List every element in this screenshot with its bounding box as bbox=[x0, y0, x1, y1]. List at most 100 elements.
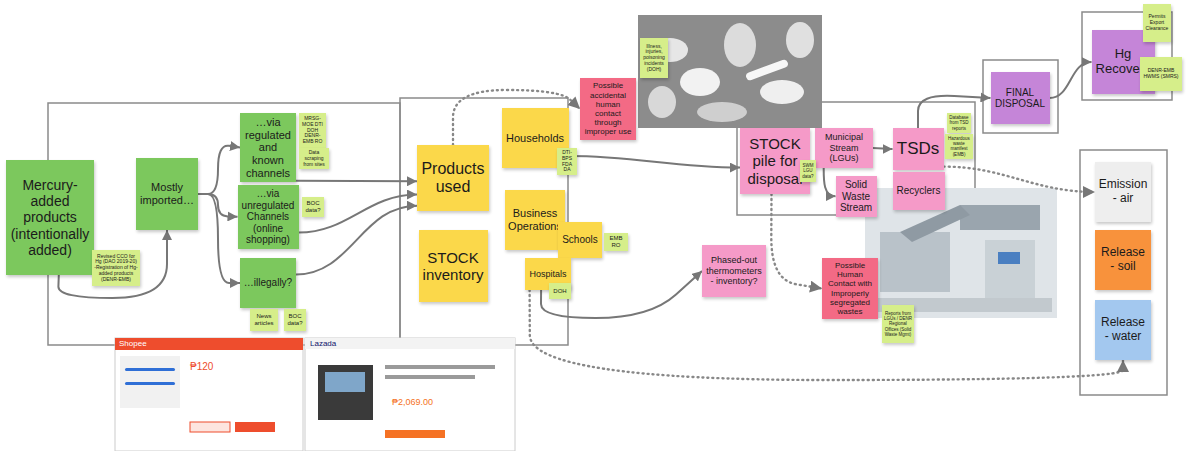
source-note: Hazardous waste manifest (EMB) bbox=[945, 134, 973, 159]
release-note: Release - water bbox=[1095, 300, 1151, 360]
note-text: DENR-EMB HWMS (SMRS) bbox=[1142, 68, 1180, 80]
flow-connector bbox=[296, 180, 417, 183]
note-text: Possible Human Contact with Improperly s… bbox=[825, 261, 875, 316]
release-note: Release - soil bbox=[1095, 230, 1151, 290]
note-text: BOC data? bbox=[304, 200, 322, 214]
process-note: …via regulated and known channels bbox=[240, 113, 296, 182]
note-text: BOC data? bbox=[286, 313, 304, 327]
dotted-connector bbox=[944, 167, 1096, 192]
shop-button bbox=[235, 422, 275, 432]
note-text: EMB RO bbox=[606, 235, 626, 249]
source-note: EMB RO bbox=[604, 233, 628, 251]
note-text: DOH bbox=[553, 288, 566, 295]
source-note: MRSG-MOE DTI DOH DENR-EMB RO bbox=[299, 113, 326, 148]
shop-header bbox=[115, 338, 303, 350]
note-text: Revised CCO for Hg (DAO 2019-20) -Regist… bbox=[94, 254, 138, 283]
note-text: Data scraping from sites bbox=[301, 150, 327, 167]
bulb-shape bbox=[680, 68, 720, 96]
note-text: Business Operations bbox=[508, 207, 562, 232]
note-text: DTI-BPS FDA DA bbox=[559, 150, 575, 173]
flow-connector bbox=[873, 148, 893, 149]
source-note: News articles bbox=[250, 309, 278, 331]
note-text: Products used bbox=[420, 160, 486, 197]
risk-note: Possible Human Contact with Improperly s… bbox=[822, 258, 878, 319]
shop-button bbox=[385, 430, 445, 438]
source-note: Illness, injuries, poisoning incidents (… bbox=[640, 38, 668, 78]
note-text: Mercury-added products (intentionally ad… bbox=[9, 177, 91, 257]
thermometer-shape bbox=[125, 368, 175, 371]
flow-connector bbox=[198, 146, 240, 194]
note-text: Release - soil bbox=[1098, 246, 1148, 274]
shop-screenshot bbox=[115, 338, 303, 451]
source-note: DOH bbox=[549, 283, 571, 299]
bulb-shape bbox=[697, 102, 747, 122]
source-note: DTI-BPS FDA DA bbox=[557, 148, 577, 175]
machine-part bbox=[960, 205, 1040, 230]
process-note: …via unregulated Channels (online shoppi… bbox=[238, 185, 299, 249]
shop-button bbox=[190, 422, 230, 432]
note-text: SWM LGU data? bbox=[802, 163, 814, 179]
note-text: Possible accidental human contact throug… bbox=[583, 81, 633, 136]
stage-note: Products used bbox=[417, 145, 489, 211]
flow-connector bbox=[824, 168, 836, 196]
stage-note: STOCK inventory bbox=[419, 230, 488, 302]
note-text: MRSG-MOE DTI DOH DENR-EMB RO bbox=[301, 116, 324, 145]
bulb-shape bbox=[760, 80, 804, 104]
disposal-note: Municipal Stream (LGUs) bbox=[815, 128, 873, 168]
note-text: Release - water bbox=[1098, 316, 1148, 344]
source-note: Reports from LGUs / DENR Regional Office… bbox=[882, 305, 914, 343]
inventory-note: Phased-out thermometers - inventory? bbox=[702, 245, 766, 297]
note-text: FINAL DISPOSAL bbox=[994, 87, 1047, 110]
tube-shape bbox=[745, 59, 789, 82]
user-note: Business Operations bbox=[505, 190, 565, 250]
process-note: Mostly imported… bbox=[136, 158, 198, 230]
note-text: Reports from LGUs / DENR Regional Office… bbox=[884, 311, 912, 337]
shop-header bbox=[305, 338, 515, 349]
monitor-screen bbox=[325, 372, 365, 392]
note-text: Households bbox=[506, 132, 564, 145]
note-text: …illegally? bbox=[244, 277, 292, 289]
final-note: FINAL DISPOSAL bbox=[991, 72, 1050, 124]
source-note: Revised CCO for Hg (DAO 2019-20) -Regist… bbox=[92, 250, 140, 286]
note-text: Permits Export Clearance bbox=[1145, 14, 1169, 31]
text-line bbox=[385, 375, 475, 379]
flow-connector bbox=[198, 194, 240, 283]
disposal-note: Recyclers bbox=[893, 172, 945, 210]
note-text: TSDs bbox=[897, 139, 940, 159]
source-note: SWM LGU data? bbox=[800, 160, 816, 182]
note-text: STOCK pile for disposal bbox=[743, 135, 807, 187]
note-text: Hazardous waste manifest (EMB) bbox=[947, 136, 971, 157]
note-text: Solid Waste Stream bbox=[839, 179, 874, 214]
group-outline bbox=[48, 103, 400, 345]
note-text: Schools bbox=[562, 234, 598, 246]
note-text: Municipal Stream (LGUs) bbox=[818, 132, 870, 163]
source-note: Database from TSD reports bbox=[947, 113, 971, 133]
group-outline bbox=[1080, 150, 1167, 395]
note-text: Recyclers bbox=[897, 185, 941, 197]
note-text: Emission - air bbox=[1098, 178, 1148, 206]
note-text: News articles bbox=[252, 313, 276, 327]
machine-part bbox=[880, 232, 950, 292]
group-outline bbox=[983, 60, 1058, 133]
source-note: DENR-EMB HWMS (SMRS) bbox=[1140, 57, 1182, 91]
flow-connector bbox=[1050, 62, 1092, 98]
process-note: …illegally? bbox=[240, 258, 296, 308]
process-note: Mercury-added products (intentionally ad… bbox=[6, 160, 94, 275]
user-note: Schools bbox=[558, 222, 602, 258]
price-text: ₱2,069.00 bbox=[392, 398, 433, 407]
source-note: Data scraping from sites bbox=[299, 148, 329, 169]
risk-note: Possible accidental human contact throug… bbox=[580, 78, 636, 140]
shop-screenshot bbox=[305, 338, 515, 451]
text-line bbox=[385, 365, 495, 369]
note-text: STOCK inventory bbox=[422, 249, 485, 284]
disposal-note: Solid Waste Stream bbox=[836, 176, 877, 217]
machine-screen bbox=[998, 252, 1020, 264]
note-text: Database from TSD reports bbox=[949, 115, 969, 131]
note-text: …via unregulated Channels (online shoppi… bbox=[241, 188, 296, 246]
flow-connector bbox=[569, 156, 741, 168]
thermometer-shape bbox=[125, 382, 175, 385]
machine-chute bbox=[900, 205, 970, 242]
note-text: …via regulated and known channels bbox=[243, 116, 293, 179]
bulb-shape bbox=[724, 23, 756, 67]
